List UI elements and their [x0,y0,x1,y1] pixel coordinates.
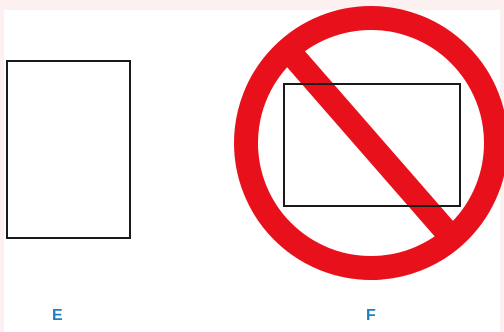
prohibition-graphic [234,6,504,280]
label-f: F [366,307,376,324]
prohibition-circle [234,6,504,280]
prohibition-slash [278,42,462,246]
landscape-rectangle [283,83,461,207]
portrait-rectangle [6,60,131,239]
label-e: E [52,307,63,324]
